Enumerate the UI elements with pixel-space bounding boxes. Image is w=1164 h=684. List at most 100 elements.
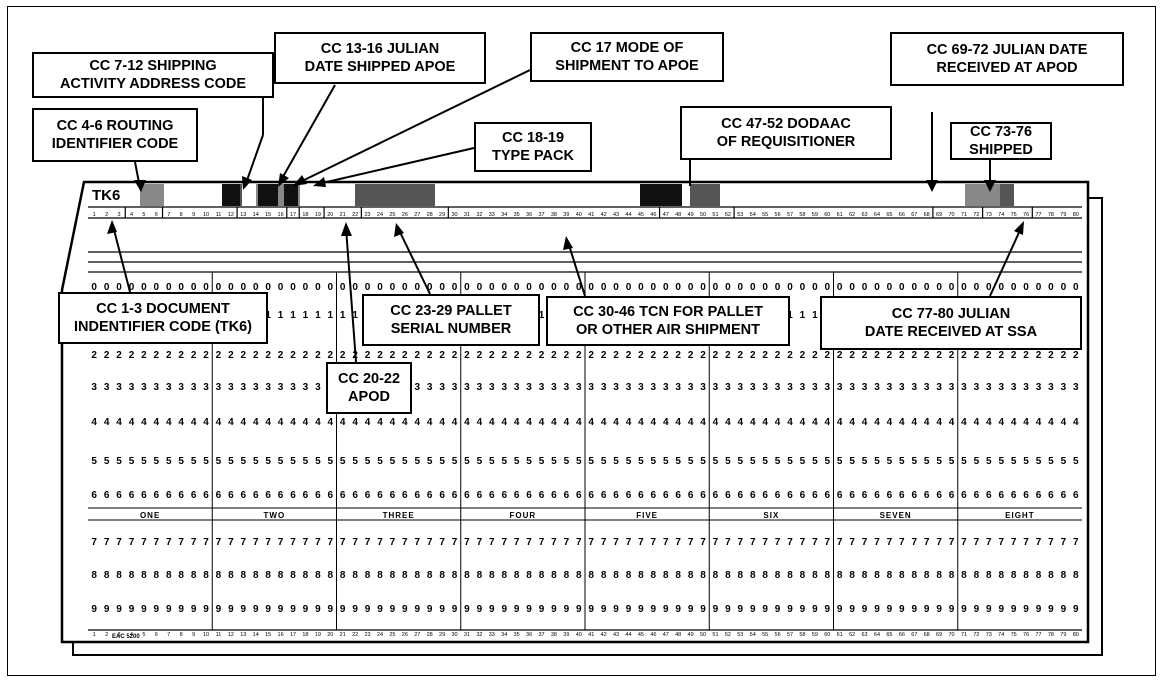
digit-cell: 8 — [998, 570, 1004, 581]
digit-cell: 3 — [775, 382, 781, 393]
digit-cell: 5 — [762, 456, 768, 467]
column-number: 51 — [712, 632, 718, 638]
callout-text: CC 20-22 — [337, 370, 401, 387]
column-number: 69 — [936, 632, 942, 638]
column-number: 34 — [501, 632, 507, 638]
column-number: 60 — [824, 632, 830, 638]
callout-text: CC 47-52 DODAAC — [721, 115, 851, 132]
digit-cell: 3 — [303, 382, 309, 393]
digit-cell: 7 — [539, 537, 545, 548]
digit-cell: 6 — [278, 490, 284, 501]
digit-cell: 0 — [315, 282, 321, 293]
column-number: 3 — [118, 632, 121, 638]
callout-cc-23-29: CC 23-29 PALLET SERIAL NUMBER — [362, 294, 540, 346]
digit-cell: 2 — [601, 350, 607, 361]
digit-cell: 7 — [352, 537, 358, 548]
digit-cell: 6 — [290, 490, 296, 501]
digit-cell: 5 — [887, 456, 893, 467]
digit-cell: 5 — [800, 456, 806, 467]
column-number: 79 — [1060, 212, 1066, 218]
column-number: 20 — [327, 632, 333, 638]
digit-cell: 4 — [514, 417, 520, 428]
digit-cell: 3 — [228, 382, 234, 393]
digit-cell: 5 — [1073, 456, 1079, 467]
digit-cell: 2 — [464, 350, 470, 361]
digit-cell: 9 — [849, 604, 855, 615]
digit-cell: 3 — [564, 382, 570, 393]
digit-cell: 9 — [862, 604, 868, 615]
digit-cell: 6 — [241, 490, 247, 501]
digit-cell: 6 — [390, 490, 396, 501]
digit-cell: 9 — [315, 604, 321, 615]
digit-cell: 2 — [526, 350, 532, 361]
digit-cell: 9 — [1011, 604, 1017, 615]
column-number: 7 — [167, 632, 170, 638]
digit-cell: 4 — [278, 417, 284, 428]
column-number: 45 — [638, 632, 644, 638]
digit-cell: 6 — [837, 490, 843, 501]
digit-cell: 6 — [849, 490, 855, 501]
digit-cell: 7 — [390, 537, 396, 548]
digit-cell: 2 — [501, 350, 507, 361]
digit-cell: 3 — [887, 382, 893, 393]
digit-cell: 8 — [427, 570, 433, 581]
column-number: 62 — [849, 632, 855, 638]
digit-cell: 9 — [613, 604, 619, 615]
digit-cell: 6 — [315, 490, 321, 501]
digit-cell: 9 — [787, 604, 793, 615]
digit-cell: 0 — [352, 282, 358, 293]
digit-cell: 7 — [899, 537, 905, 548]
digit-cell: 9 — [837, 604, 843, 615]
digit-cell: 0 — [328, 282, 334, 293]
digit-cell: 0 — [812, 282, 818, 293]
digit-cell: 2 — [663, 350, 669, 361]
digit-cell: 7 — [216, 537, 222, 548]
digit-cell: 0 — [750, 282, 756, 293]
section-label-four: FOUR — [510, 511, 537, 520]
digit-cell: 2 — [750, 350, 756, 361]
callout-text: CC 1-3 DOCUMENT — [96, 300, 230, 317]
digit-cell: 4 — [837, 417, 843, 428]
digit-cell: 2 — [762, 350, 768, 361]
digit-cell: 2 — [787, 350, 793, 361]
digit-cell: 6 — [1023, 490, 1029, 501]
digit-cell: 7 — [998, 537, 1004, 548]
digit-cell: 0 — [178, 282, 184, 293]
column-number: 40 — [576, 212, 582, 218]
digit-cell: 3 — [464, 382, 470, 393]
digit-cell: 7 — [141, 537, 147, 548]
digit-cell: 8 — [613, 570, 619, 581]
digit-cell: 5 — [849, 456, 855, 467]
digit-cell: 7 — [837, 537, 843, 548]
column-number: 9 — [192, 632, 195, 638]
digit-cell: 8 — [874, 570, 880, 581]
digit-cell: 5 — [402, 456, 408, 467]
column-number: 26 — [402, 212, 408, 218]
digit-cell: 4 — [812, 417, 818, 428]
digit-cell: 6 — [265, 490, 271, 501]
column-number: 65 — [886, 632, 892, 638]
arrow-cc-23-29 — [394, 223, 404, 237]
digit-cell: 8 — [825, 570, 831, 581]
digit-cell: 9 — [738, 604, 744, 615]
digit-cell: 5 — [576, 456, 582, 467]
digit-cell: 0 — [899, 282, 905, 293]
digit-cell: 2 — [303, 350, 309, 361]
column-number: 30 — [451, 632, 457, 638]
digit-cell: 0 — [191, 282, 197, 293]
column-number: 73 — [986, 632, 992, 638]
column-number: 24 — [377, 212, 383, 218]
digit-cell: 2 — [365, 350, 371, 361]
digit-cell: 4 — [452, 417, 458, 428]
punch-shade-dark — [284, 184, 298, 206]
digit-cell: 2 — [514, 350, 520, 361]
digit-cell: 6 — [974, 490, 980, 501]
column-number: 2 — [105, 212, 108, 218]
digit-cell: 9 — [986, 604, 992, 615]
digit-cell: 4 — [178, 417, 184, 428]
digit-cell: 0 — [514, 282, 520, 293]
column-number: 60 — [824, 212, 830, 218]
column-number: 48 — [675, 212, 681, 218]
callout-text: RECEIVED AT APOD — [936, 60, 1078, 76]
digit-cell: 8 — [576, 570, 582, 581]
